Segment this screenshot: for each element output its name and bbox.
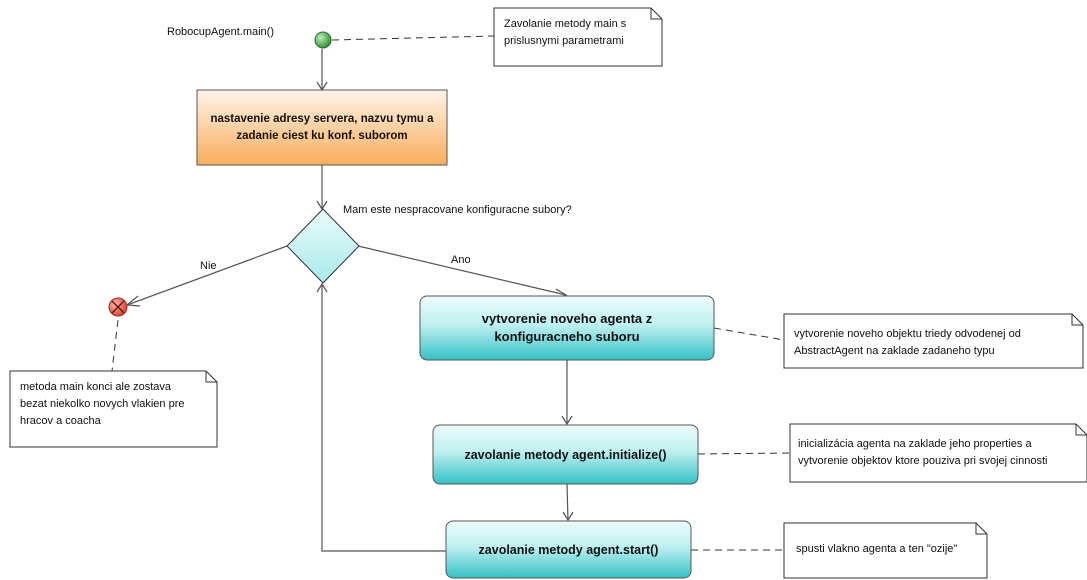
init-box-shape — [432, 424, 699, 485]
create-line-1: vytvorenie noveho agenta z — [481, 311, 653, 326]
initialize-action: zavolanie metody agent.initialize() — [433, 425, 698, 484]
decision-diamond — [286, 208, 360, 284]
arrowhead-5 — [561, 415, 573, 426]
note-end-shape — [9, 370, 218, 448]
note-main-line-1: Zavolanie metody main s — [504, 18, 627, 30]
note-init-line-1: inicializácia agenta na zaklade jeho pro… — [798, 438, 1032, 450]
note-create-shape — [783, 313, 1084, 369]
note-main-shape — [493, 7, 663, 67]
link-main-note — [331, 35, 495, 41]
create-box-shape — [419, 295, 715, 361]
create-line-2: konfiguracneho suboru — [494, 329, 640, 344]
create-agent-action: vytvorenie noveho agenta z konfiguracneh… — [420, 296, 714, 360]
note-start: spusti vlakno agenta a ten "ozije" — [784, 535, 984, 558]
arrowhead-2 — [316, 200, 328, 211]
link-end-note — [111, 319, 119, 372]
link-init-note — [697, 452, 791, 455]
end-node — [108, 297, 128, 317]
note-create-agent: vytvorenie noveho objektu triedy odvoden… — [784, 320, 1082, 360]
flow-init-start — [566, 483, 569, 521]
start-box-shape — [445, 520, 692, 579]
initialize-label: zavolanie metody agent.initialize() — [464, 447, 667, 462]
start-node — [314, 31, 332, 49]
flow-decision-create — [357, 245, 567, 296]
yes-branch-label: Ano — [451, 254, 471, 266]
note-main-line-2: prislusnymi parametrami — [504, 35, 624, 47]
note-start-shape — [783, 522, 988, 579]
note-main-call: Zavolanie metody main s prislusnymi para… — [494, 10, 659, 50]
setup-line-2: zadanie ciest ku konf. suborom — [236, 129, 408, 142]
note-end: metoda main konci ale zostava bezat niek… — [10, 373, 215, 430]
note-end-line-3: hracov a coacha — [20, 415, 101, 427]
setup-box-shape — [196, 89, 448, 166]
note-create-line-2: AbstractAgent na zaklade zadaneho typu — [794, 345, 995, 357]
note-start-line: spusti vlakno agenta a ten "ozije" — [796, 543, 958, 555]
note-end-line-1: metoda main konci ale zostava — [20, 381, 172, 393]
note-init-shape — [789, 423, 1087, 483]
start-action: zavolanie metody agent.start() — [446, 521, 691, 578]
setup-line-1: nastavenie adresy servera, nazvu tymu a — [210, 112, 434, 125]
decision-question: Mam este nespracovane konfiguracne subor… — [343, 204, 572, 216]
link-create-note — [713, 327, 785, 341]
start-action-label: zavolanie metody agent.start() — [478, 542, 659, 557]
start-label: RobocupAgent.main() — [167, 26, 275, 38]
no-branch-label: Nie — [200, 260, 217, 272]
arrowhead-6 — [562, 511, 574, 522]
note-init-line-2: vytvorenie objektov ktore pouziva pri sv… — [798, 455, 1048, 467]
note-initialize: inicializácia agenta na zaklade jeho pro… — [790, 430, 1086, 470]
arrowhead-7 — [316, 282, 328, 293]
note-create-line-1: vytvorenie noveho objektu triedy odvoden… — [794, 328, 1021, 340]
note-end-line-2: bezat niekolko novych vlakien pre — [20, 398, 185, 410]
flow-decision-end — [126, 245, 288, 306]
flow-loop-back — [321, 284, 446, 552]
setup-action: nastavenie adresy servera, nazvu tymu a … — [197, 90, 447, 165]
